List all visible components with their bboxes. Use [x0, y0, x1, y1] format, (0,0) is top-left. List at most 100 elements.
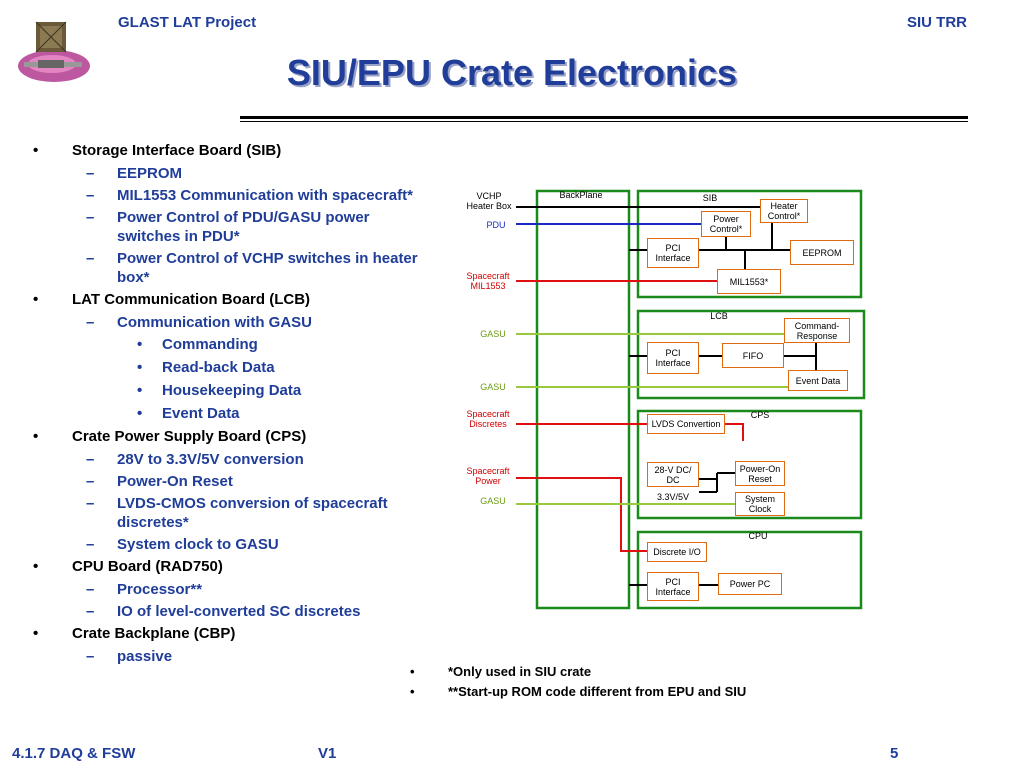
bullet-marker: – [86, 495, 95, 512]
footnotes: • *Only used in SIU crate • **Start-up ROM… [408, 662, 746, 702]
block-lcb-pci-interface: PCI Interface [647, 342, 699, 374]
glast-logo [12, 14, 96, 94]
title-rule-thin [240, 121, 968, 122]
label-spacecraft-power: Spacecraft Power [466, 466, 510, 486]
block-heater-control: Heater Control* [760, 199, 808, 223]
block-event-data: Event Data [788, 370, 848, 391]
label-gasu-1: GASU [480, 329, 506, 339]
bullet-marker: – [86, 473, 95, 490]
bullet-marker: • [33, 142, 39, 159]
block-sib-pci-interface: PCI Interface [647, 238, 699, 268]
bullet-marker: • [33, 558, 39, 575]
black-bus-lines [516, 206, 817, 586]
bullet-text: Processor** [117, 581, 203, 598]
bullet-text: Housekeeping Data [162, 382, 302, 399]
block-28v-dcdc: 28-V DC/ DC [647, 462, 699, 487]
bullet-marker: • [137, 405, 143, 422]
bullet-text: Crate Power Supply Board (CPS) [72, 428, 307, 445]
label-backplane: BackPlane [559, 190, 603, 200]
block-lvds-conversion: LVDS Convertion [647, 414, 725, 434]
block-cpu-pci-interface: PCI Interface [647, 572, 699, 601]
block-fifo: FIFO [722, 343, 784, 368]
bullet-item: • LAT Communication Board (LCB) [28, 290, 418, 309]
bullet-text: CPU Board (RAD750) [72, 558, 223, 575]
bullet-text: Power-On Reset [117, 473, 233, 490]
footnote-2-text: **Start-up ROM code different from EPU a… [448, 684, 747, 699]
bullet-marker: • [33, 625, 39, 642]
bullet-text: Storage Interface Board (SIB) [72, 142, 282, 159]
block-power-pc: Power PC [718, 573, 782, 595]
backplane-board [535, 189, 631, 610]
bullet-marker: – [86, 250, 95, 267]
footnote-bullet: • [410, 684, 415, 699]
bullet-marker: • [33, 291, 39, 308]
bullet-marker: – [86, 187, 95, 204]
page-number: 5 [890, 745, 899, 762]
bullet-marker: – [86, 603, 95, 620]
bullet-item: – Power-On Reset [28, 472, 418, 491]
bullet-text: EEPROM [117, 165, 183, 182]
bullet-item: – IO of level-converted SC discretes [28, 602, 418, 621]
review-name: SIU TRR [907, 14, 967, 31]
bullet-text: Power Control of VCHP switches in heater… [117, 250, 418, 286]
bullet-marker: • [137, 382, 143, 399]
block-eeprom: EEPROM [790, 240, 854, 265]
label-gasu-3: GASU [480, 496, 506, 506]
footnote-1: • *Only used in SIU crate [408, 662, 746, 682]
bullet-text: IO of level-converted SC discretes [117, 603, 361, 620]
bullet-item: – Power Control of VCHP switches in heate… [28, 249, 418, 287]
footer-version: V1 [318, 745, 337, 762]
bullet-text: passive [117, 648, 173, 665]
lcb-board [636, 309, 866, 400]
footnote-2: • **Start-up ROM code different from EPU … [408, 682, 746, 702]
bullet-text: Commanding [162, 336, 258, 353]
bullet-text: MIL1553 Communication with spacecraft* [117, 187, 413, 204]
bullet-item: – 28V to 3.3V/5V conversion [28, 450, 418, 469]
bullet-item: • CPU Board (RAD750) [28, 557, 418, 576]
label-sib: SIB [702, 193, 718, 203]
bullet-text: LVDS-CMOS conversion of spacecraft discr… [117, 495, 388, 531]
bullet-text: System clock to GASU [117, 536, 279, 553]
bullet-text: Communication with GASU [117, 314, 312, 331]
bullet-item: – passive [28, 647, 418, 666]
bullet-marker: • [137, 359, 143, 376]
bullet-item: – EEPROM [28, 164, 418, 183]
bullet-item: –System clock to GASU [28, 535, 418, 554]
bullet-item: – LVDS-CMOS conversion of spacecraft disc… [28, 494, 418, 532]
bullet-text: Read-back Data [162, 359, 275, 376]
block-discrete-io: Discrete I/O [647, 542, 707, 562]
project-name: GLAST LAT Project [118, 14, 257, 31]
title-rule [240, 116, 968, 119]
bullet-text: Event Data [162, 405, 240, 422]
bullet-marker: – [86, 648, 95, 665]
bullet-marker: – [86, 209, 95, 226]
cpu-board [636, 530, 863, 610]
red-signal-lines [516, 280, 744, 552]
footer-section: 4.1.7 DAQ & FSW [12, 745, 136, 762]
bullet-item: • Read-back Data [28, 358, 418, 377]
bullet-text: 28V to 3.3V/5V conversion [117, 451, 304, 468]
bullet-marker: – [86, 314, 95, 331]
bullet-text: LAT Communication Board (LCB) [72, 291, 311, 308]
bullet-item: – Communication with GASU [28, 313, 418, 332]
bullet-item: • Storage Interface Board (SIB) [28, 141, 418, 160]
bullet-marker: – [86, 451, 95, 468]
label-vchp-heater-box: VCHP Heater Box [466, 191, 512, 211]
footnote-bullet: • [410, 664, 415, 679]
label-lcb: LCB [710, 311, 728, 321]
footnote-1-text: *Only used in SIU crate [448, 664, 592, 679]
bullet-item: • Crate Power Supply Board (CPS) [28, 427, 418, 446]
label-spacecraft-mil1553: Spacecraft MIL1553 [466, 271, 510, 291]
block-command-response: Command-Response [784, 318, 850, 343]
label-cps: CPS [750, 410, 770, 420]
bullet-marker: – [86, 581, 95, 598]
bullet-item: – Processor** [28, 580, 418, 599]
bullet-text: Power Control of PDU/GASU power switches… [117, 209, 370, 245]
bullet-marker: • [33, 428, 39, 445]
label-cpu: CPU [748, 531, 768, 541]
bullet-item: •Commanding [28, 335, 418, 354]
sib-board [636, 189, 863, 299]
bullet-marker: – [86, 165, 95, 182]
label-spacecraft-discretes: Spacecraft Discretes [466, 409, 510, 429]
block-power-on-reset: Power-On Reset [735, 461, 785, 486]
